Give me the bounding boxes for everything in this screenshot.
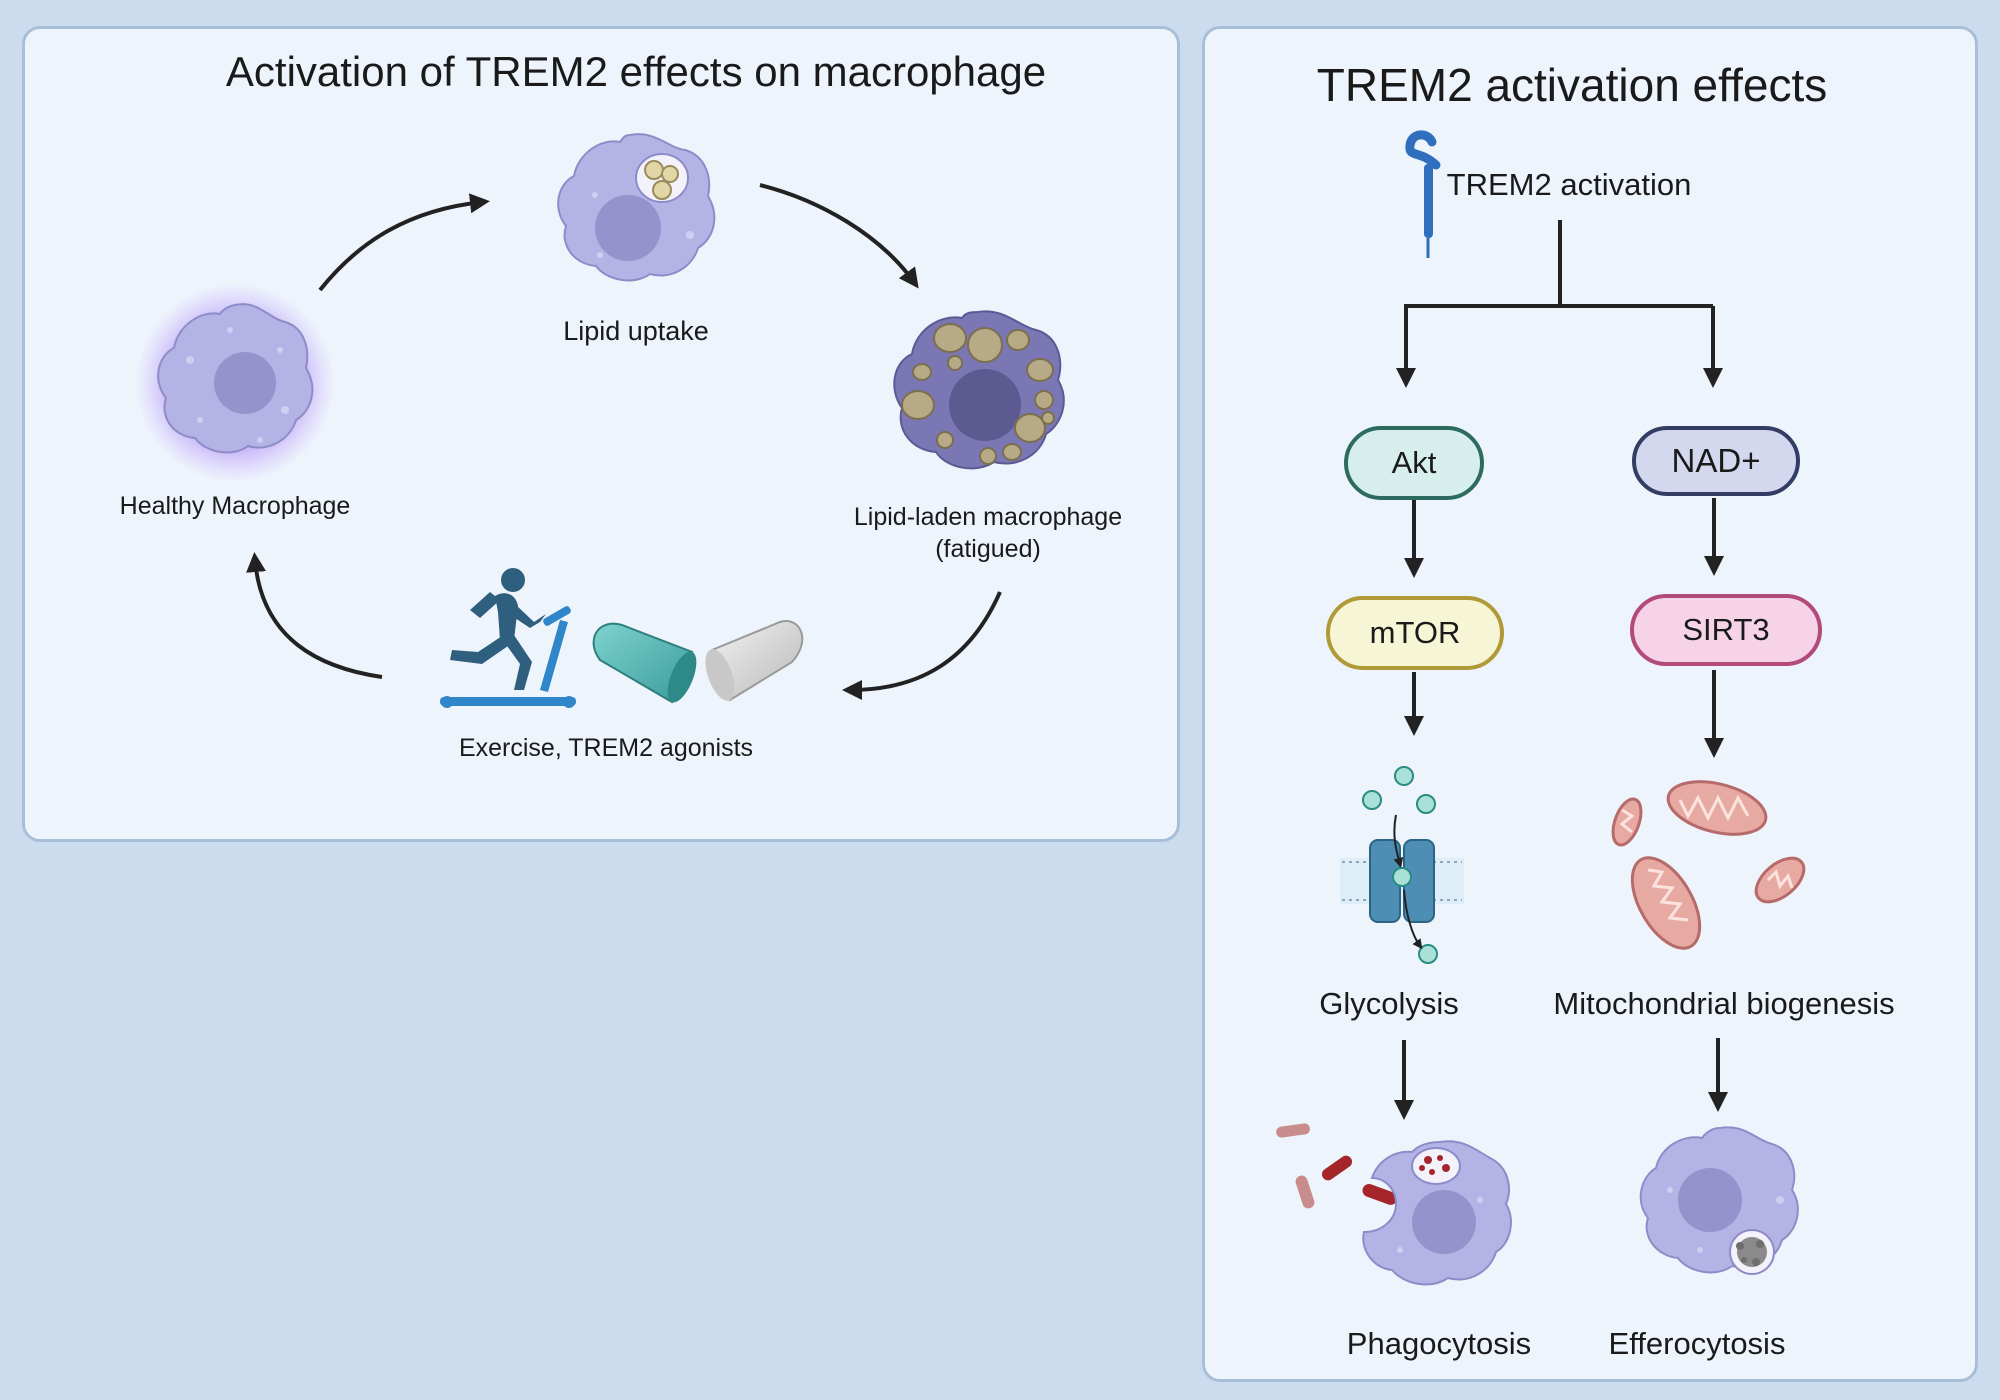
intervention-label: Exercise, TREM2 agonists (458, 734, 754, 762)
arrow-healthy-to-uptake (318, 193, 490, 292)
akt-node: Akt (1344, 426, 1484, 500)
trem2-effects-panel (1202, 26, 1978, 1382)
arrow-intervention-to-healthy (246, 552, 383, 679)
treadmill-runner-icon (440, 568, 576, 708)
efferocytosis-label: Efferocytosis (1608, 1326, 1786, 1361)
healthy-macrophage-label: Healthy Macrophage (119, 492, 351, 520)
lipid-uptake-macrophage-icon (557, 133, 716, 282)
lipid-uptake-label: Lipid uptake (563, 316, 709, 346)
glycolysis-label: Glycolysis (1319, 986, 1459, 1021)
arrow-uptake-to-laden (759, 183, 919, 289)
right-panel-title: TREM2 activation effects (1316, 59, 1828, 111)
phagocytic-macrophage-icon (1362, 1140, 1512, 1286)
efferocytic-macrophage-icon (1639, 1126, 1799, 1275)
healthy-macrophage-icon (135, 283, 335, 483)
branch-arrows (1394, 220, 1728, 1120)
mitochondrial-biogenesis-label: Mitochondrial biogenesis (1553, 986, 1895, 1021)
trem2-receptor-icon (1405, 130, 1441, 258)
bacteria-icon (1276, 1123, 1398, 1209)
sirt3-node: SIRT3 (1630, 594, 1822, 666)
left-panel-title: Activation of TREM2 effects on macrophag… (225, 48, 1047, 95)
nad-node: NAD+ (1632, 426, 1800, 496)
cycle-arrows (246, 183, 1002, 700)
phagocytosis-label: Phagocytosis (1346, 1326, 1532, 1361)
fatigued-label: (fatigued) (935, 535, 1041, 563)
mitochondria-icon (1611, 780, 1806, 950)
mtor-node: mTOR (1326, 596, 1504, 670)
glucose-transporter-icon (1340, 766, 1464, 964)
lipid-laden-macrophage-icon (893, 310, 1065, 470)
grey-capsule-icon (705, 620, 804, 702)
teal-capsule-icon (592, 622, 697, 704)
arrow-laden-to-intervention (842, 591, 1002, 700)
lipid-laden-label: Lipid-laden macrophage (853, 503, 1123, 531)
trem2-activation-label: TREM2 activation (1446, 167, 1692, 202)
